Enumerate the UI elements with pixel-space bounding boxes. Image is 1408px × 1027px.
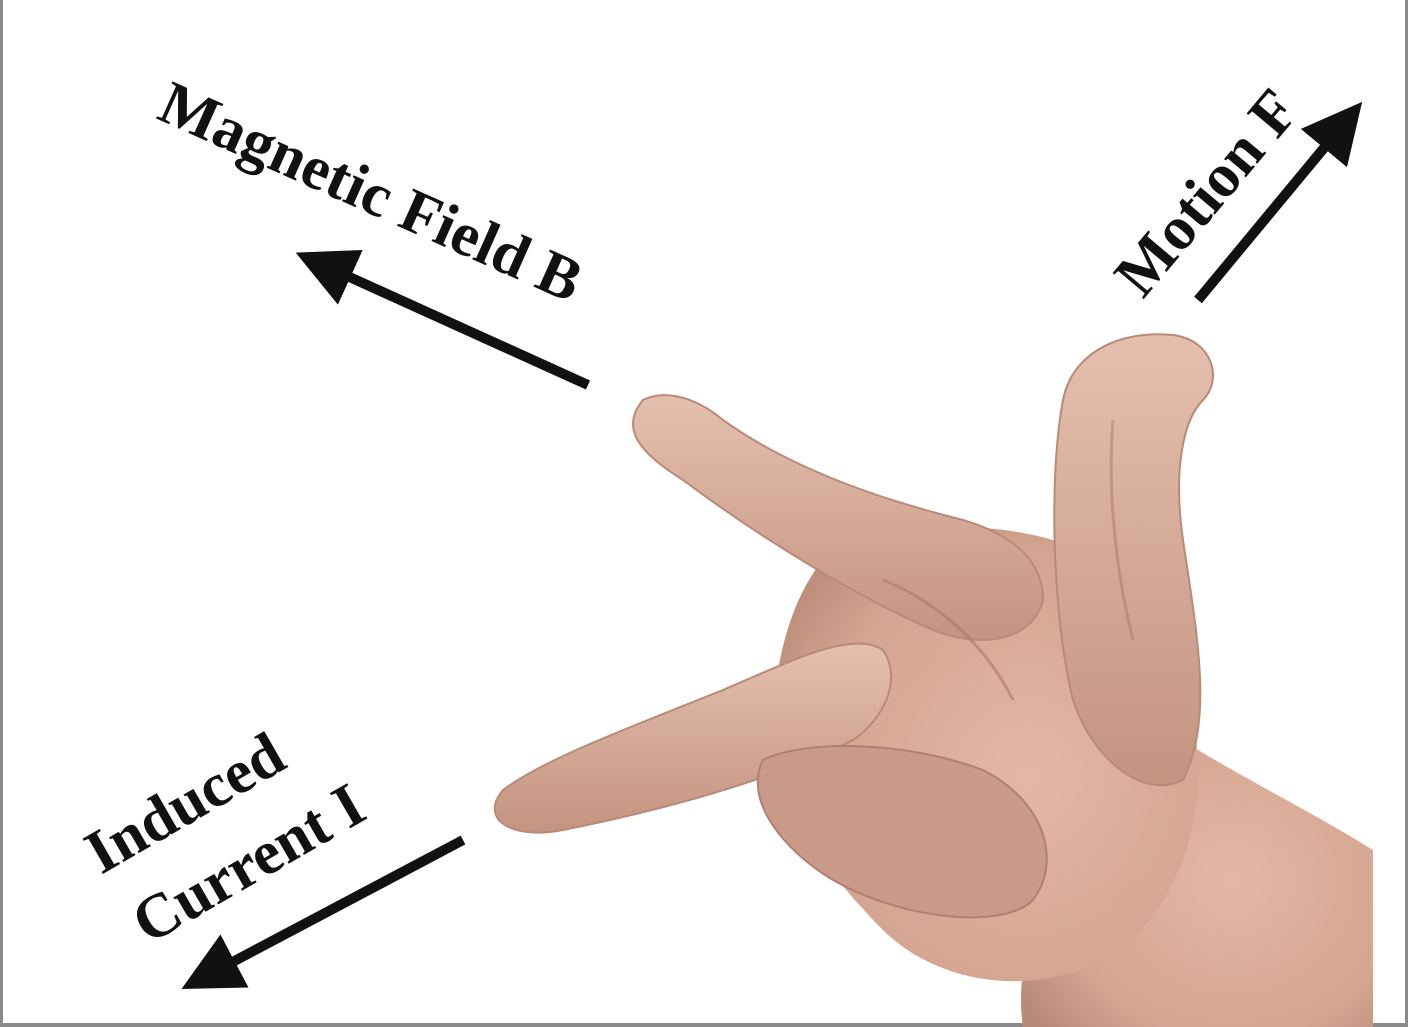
right-hand-rule-diagram: Magnetic Field B Motion F Induced Curren…: [3, 0, 1408, 1027]
hand-illustration: [495, 334, 1373, 1027]
magnetic-field-label: Magnetic Field B: [149, 69, 592, 316]
